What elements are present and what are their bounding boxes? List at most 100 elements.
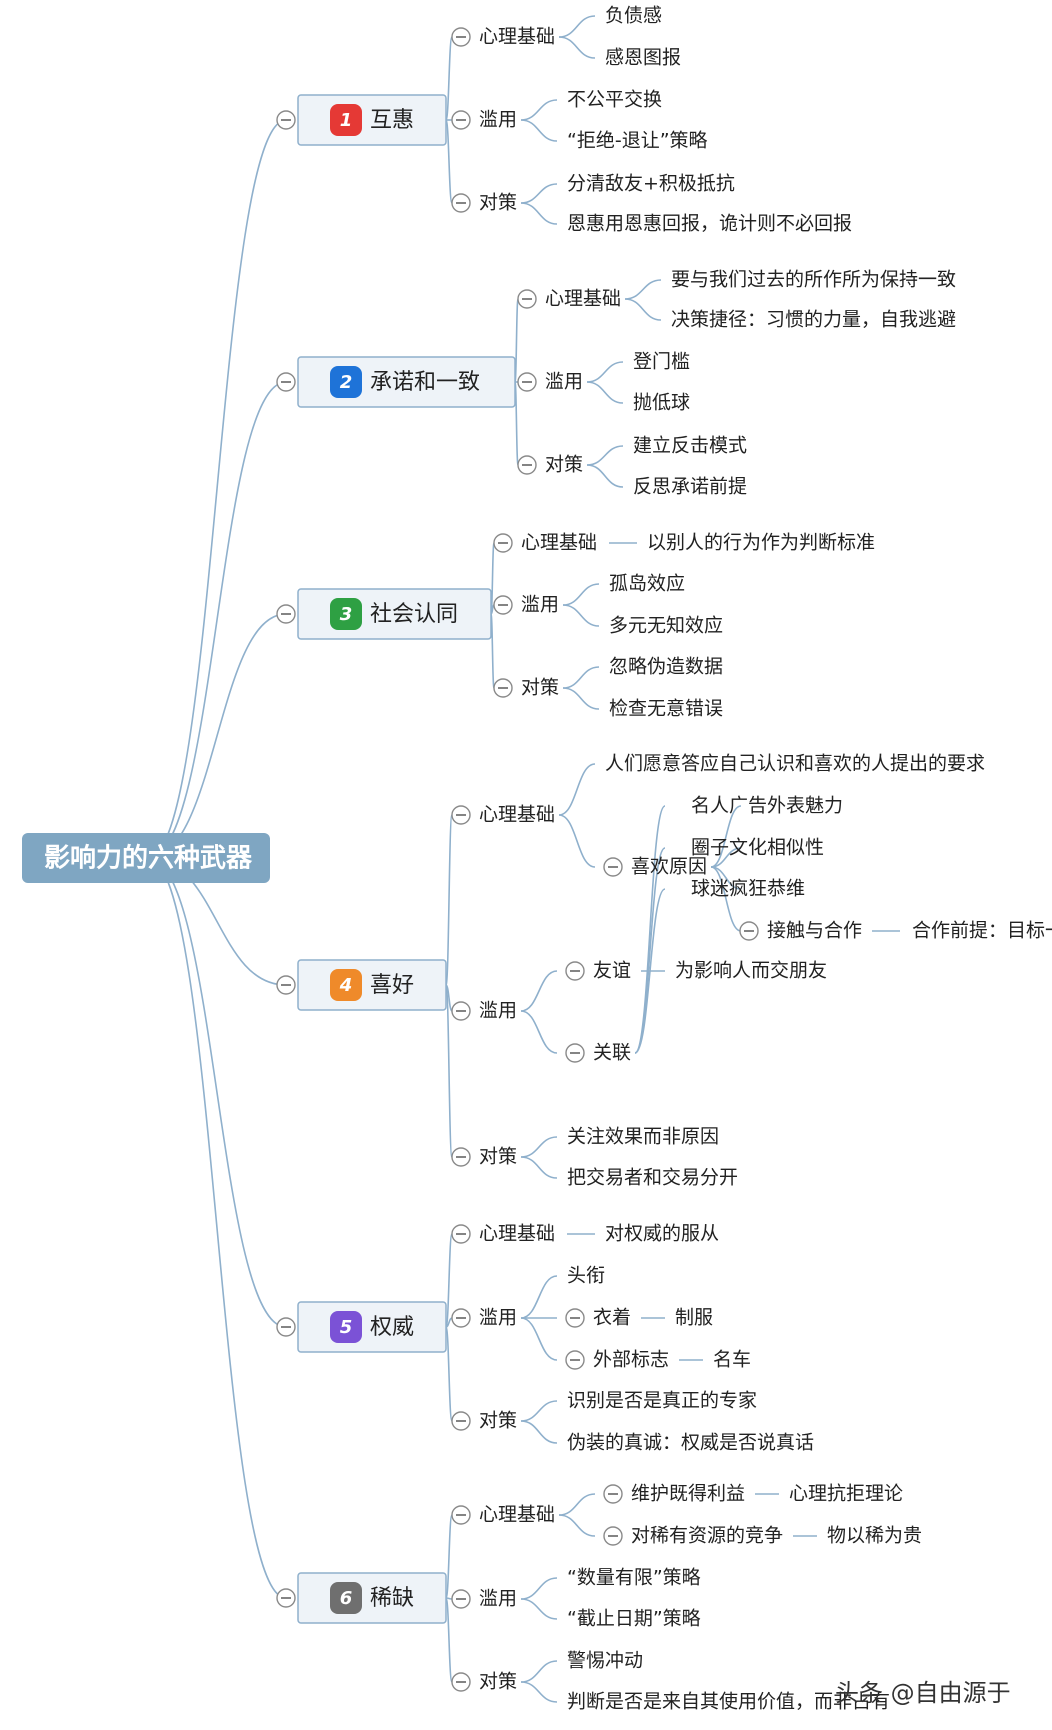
collapse-toggle[interactable] [451,1147,471,1167]
leaf-connector [520,202,558,225]
subcategory-label: 衣着 [593,1307,631,1329]
category-label: 滥用 [545,371,583,393]
collapse-toggle[interactable] [565,1308,585,1328]
leaf-connector [710,866,742,932]
leaf-label: 名人广告 [691,795,767,817]
collapse-toggle[interactable] [451,1224,471,1244]
leaf-label: 判断是否是来自其使用价值，而非占有 [567,1691,890,1713]
leaf-connector [562,604,600,627]
branch-label: 承诺和一致 [370,370,480,395]
collapse-toggle[interactable] [451,1308,471,1328]
collapse-toggle[interactable] [603,857,623,877]
collapse-toggle[interactable] [603,1526,623,1546]
leaf-connector [520,99,558,121]
leaf-connector [520,119,558,142]
collapse-toggle[interactable] [451,193,471,213]
collapse-toggle[interactable] [451,110,471,130]
collapse-toggle[interactable] [276,1588,296,1608]
leaf-label: 恭维 [767,878,805,900]
leaf-label: “拒绝-退让”策略 [567,130,708,152]
collapse-toggle[interactable] [517,372,537,392]
collapse-toggle[interactable] [276,604,296,624]
category-label: 心理基础 [479,1223,555,1245]
number-badge-label: 3 [340,604,353,625]
leaf-label: 制服 [675,1307,713,1329]
branch-child-connector [445,984,453,1158]
leaf-connector [586,464,624,488]
leaf-connector [634,805,666,1054]
collapse-toggle[interactable] [517,455,537,475]
subcategory-label: 外部标志 [593,1349,669,1371]
leaf-label: 合作前提：目标一致 [912,920,1052,942]
collapse-toggle[interactable] [739,921,759,941]
leaf-connector [558,814,596,868]
collapse-toggle[interactable] [493,595,513,615]
collapse-toggle[interactable] [565,1043,585,1063]
collapse-toggle[interactable] [565,961,585,981]
collapse-toggle[interactable] [451,1672,471,1692]
branch-label: 权威 [370,1315,414,1340]
category-label: 心理基础 [479,1504,555,1526]
collapse-toggle[interactable] [276,372,296,392]
subcategory-label: 友谊 [593,960,631,982]
category-label: 心理基础 [521,532,597,554]
category-label: 对策 [545,454,583,476]
leaf-label: 恩惠用恩惠回报，诡计则不必回报 [567,213,852,235]
leaf-connector [520,1598,558,1620]
category-label: 对策 [479,1146,517,1168]
branch-label: 喜好 [370,973,414,998]
collapse-toggle[interactable] [565,1350,585,1370]
branch-child-connector [445,119,453,204]
collapse-toggle[interactable] [276,1317,296,1337]
number-badge-icon [330,969,362,1001]
leaf-connector [520,1317,558,1361]
leaf-connector [520,1660,558,1683]
collapse-toggle[interactable] [451,1505,471,1525]
leaf-label: 负债感 [605,5,662,27]
root-node[interactable]: 影响力的六种武器 [22,833,270,883]
collapse-toggle[interactable] [517,289,537,309]
collapse-toggle[interactable] [276,975,296,995]
root-box [22,833,270,883]
number-badge-icon [330,366,362,398]
leaf-label: 建立反击模式 [633,435,747,457]
subcategory-label: 接触与合作 [767,920,862,942]
collapse-toggle[interactable] [603,1484,623,1504]
leaf-label: 反思承诺前提 [633,476,747,498]
collapse-toggle[interactable] [451,27,471,47]
root-branch-connector [147,119,287,859]
number-badge-icon [330,1582,362,1614]
leaf-connector [586,445,624,466]
category-label: 滥用 [479,1000,517,1022]
subcategory-label: 维护既得利益 [631,1483,745,1505]
leaf-connector [710,847,742,868]
branch-child-connector [445,1514,453,1599]
leaf-connector [520,1420,558,1444]
watermark-text: 头条 @自由源于 [835,1679,1011,1707]
collapse-toggle[interactable] [493,678,513,698]
branch-child-connector [445,1326,453,1422]
collapse-toggle[interactable] [451,1411,471,1431]
collapse-toggle[interactable] [451,805,471,825]
number-badge-label: 1 [340,110,353,131]
collapse-toggle[interactable] [451,1001,471,1021]
leaf-label: 感恩图报 [605,47,681,69]
collapse-toggle[interactable] [276,110,296,130]
leaf-label: 忽略伪造数据 [609,656,723,678]
leaf-label: 抛低球 [633,392,690,414]
leaf-connector [710,805,742,868]
leaf-label: 伪装的真诚：权威是否说真话 [567,1432,814,1454]
leaf-connector [634,847,666,1054]
subcategory-label: 关联 [593,1042,631,1064]
collapse-toggle[interactable] [451,1589,471,1609]
collapse-toggle[interactable] [493,533,513,553]
category-label: 心理基础 [479,804,555,826]
number-badge-icon [330,1311,362,1343]
